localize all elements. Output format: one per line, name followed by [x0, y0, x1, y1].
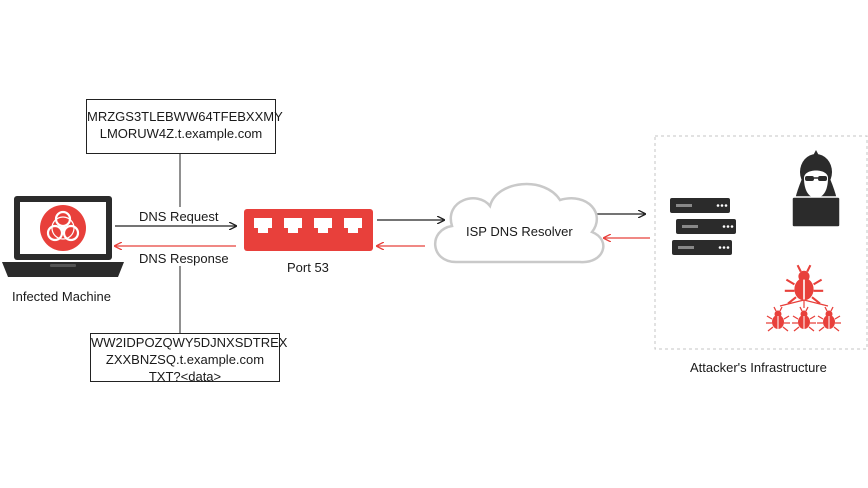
dns-request-query-box: MRZGS3TLEBWW64TFEBXXMY LMORUW4Z.t.exampl… — [86, 99, 283, 154]
response-data-line-1: WW2IDPOZQWY5DJNXSDTREX — [91, 335, 288, 350]
port-label: Port 53 — [287, 260, 329, 275]
hacker-icon — [791, 150, 841, 228]
response-data-line-2: ZXXBNZSQ.t.example.com — [105, 352, 265, 367]
request-query-line-1: MRZGS3TLEBWW64TFEBXXMY — [87, 109, 283, 124]
dns-request-label: DNS Request — [139, 209, 219, 224]
response-data-line-3: TXT?<data> — [148, 369, 222, 384]
biohazard-icon — [40, 205, 86, 251]
request-query-line-2: LMORUW4Z.t.example.com — [99, 126, 263, 141]
cloud-icon — [434, 182, 605, 264]
attacker-infrastructure-label: Attacker's Infrastructure — [690, 360, 827, 375]
infected-machine-label: Infected Machine — [12, 289, 112, 304]
attacker-infrastructure-frame — [654, 135, 868, 350]
malware-bug-icon — [765, 264, 842, 332]
dns-response-data-box: WW2IDPOZQWY5DJNXSDTREX ZXXBNZSQ.t.exampl… — [90, 333, 288, 384]
isp-resolver-label: ISP DNS Resolver — [466, 224, 573, 239]
server-rack-icon — [670, 198, 736, 255]
firewall-port-icon — [244, 209, 373, 251]
dns-response-label: DNS Response — [139, 251, 229, 266]
